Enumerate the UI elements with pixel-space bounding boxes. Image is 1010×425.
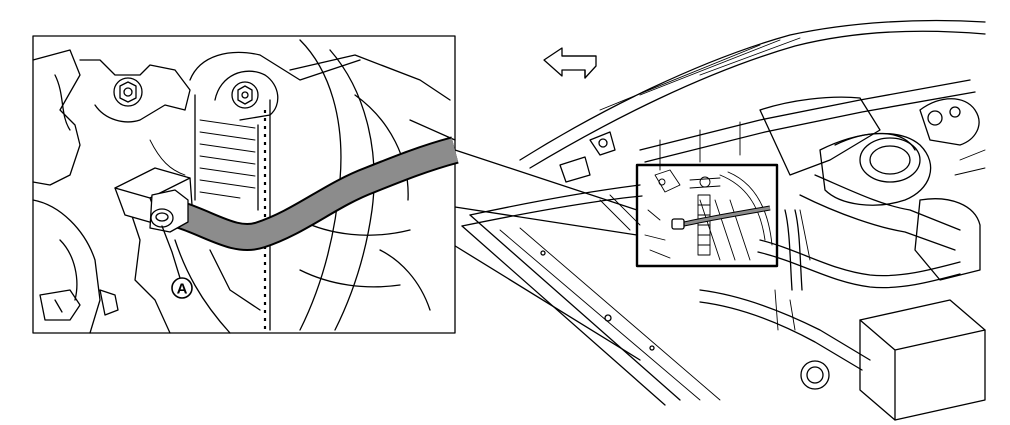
engine-bay-overview — [451, 19, 986, 421]
callout-a-label: A — [177, 281, 188, 298]
highlight-box — [635, 163, 779, 268]
direction-arrow-icon — [543, 47, 597, 79]
callout-a: A — [171, 277, 193, 299]
detail-inset: A — [32, 35, 459, 334]
detail-inset-content — [32, 39, 459, 334]
zoom-connector-lines — [454, 149, 638, 236]
